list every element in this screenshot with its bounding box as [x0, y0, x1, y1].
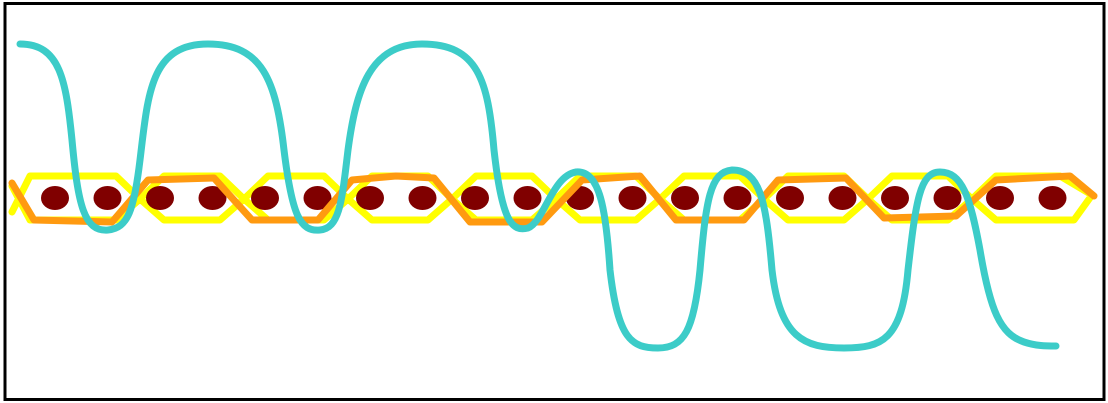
bead [356, 186, 384, 210]
bead [514, 186, 542, 210]
bead [934, 186, 962, 210]
bead [461, 186, 489, 210]
bead [146, 186, 174, 210]
bead [671, 186, 699, 210]
bead [1039, 186, 1067, 210]
bead [409, 186, 437, 210]
bead [94, 186, 122, 210]
bead [41, 186, 69, 210]
bead [724, 186, 752, 210]
bead [881, 186, 909, 210]
bead [251, 186, 279, 210]
bead [776, 186, 804, 210]
bead [619, 186, 647, 210]
